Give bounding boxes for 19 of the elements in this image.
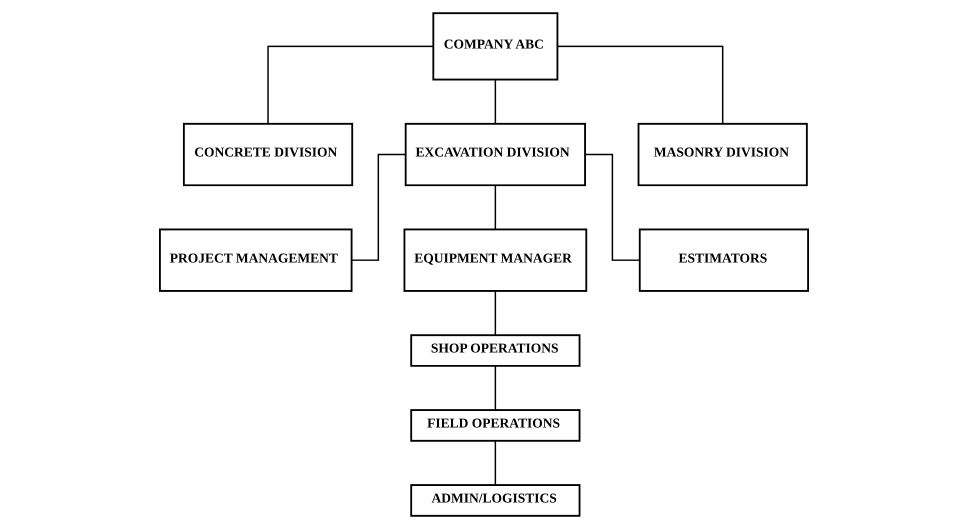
node-box: FIELD OPERATIONS	[410, 409, 580, 442]
node-box: CONCRETE DIVISION	[182, 122, 353, 186]
node-box: MASONRY DIVISION	[637, 122, 808, 186]
node-box: EQUIPMENT MANAGER	[403, 228, 587, 292]
node-box: ADMIN/LOGISTICS	[410, 484, 580, 517]
node-box: PROJECT MANAGEMENT	[158, 228, 352, 292]
connector	[494, 366, 496, 410]
connector	[266, 46, 433, 124]
connector	[494, 441, 496, 485]
connector	[351, 154, 405, 261]
connector	[494, 186, 496, 230]
connector	[494, 291, 496, 335]
node-box: SHOP OPERATIONS	[410, 334, 580, 367]
node-box: COMPANY ABC	[432, 12, 558, 80]
connector	[556, 46, 723, 124]
node-box: EXCAVATION DIVISION	[404, 122, 586, 186]
connector	[584, 154, 639, 261]
node-box: ESTIMATORS	[638, 228, 808, 292]
connector	[494, 80, 496, 124]
